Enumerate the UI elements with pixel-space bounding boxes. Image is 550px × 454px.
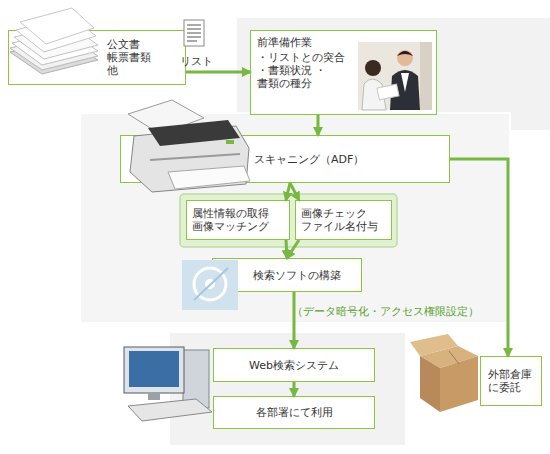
scanner-body [130,126,249,192]
person-head [365,60,381,76]
flow-arrow [287,240,299,258]
pc-monitor [124,347,184,393]
document-line [187,25,201,26]
paper-sheet [16,16,96,52]
pc-keyboard [128,399,212,421]
disc-ring [194,268,226,300]
gray-panel [170,333,405,445]
scanner-lamp [226,140,234,144]
box-front [440,356,478,412]
box-text: スキャニング（ADF） [254,153,364,166]
scanner-illustration [128,100,250,192]
paper-sheet [14,25,98,59]
paper-sheet [10,36,98,70]
box-tape [449,351,459,364]
paper-stack [10,8,98,74]
pc-stand [148,393,160,400]
process-box: 前準備作業・リストとの突合 ・書類状況 ・書類の種分 [250,30,437,115]
held-document [377,84,399,100]
disc-center [205,279,215,289]
photo-wall [420,42,432,110]
flow-arrow [293,382,296,396]
document-sheet [184,20,204,46]
person-body [362,79,386,110]
disc-shine [194,268,228,300]
document-icon [184,20,204,46]
process-box: 検索ソフトの構築 [212,258,362,292]
disc-image [182,260,238,310]
box-side [420,356,440,412]
paper-sheet [20,8,94,44]
document-line [187,29,201,30]
storage-box: 外部倉庫 に委託 [480,356,542,406]
pc-tower [183,350,209,408]
box-flap [410,334,458,356]
paper-sheet [12,31,98,65]
document-line [187,41,197,42]
flow-arrow [317,115,320,135]
process-box: 属性情報の取得 画像マッチング [186,200,290,240]
box-text: 検索ソフトの構築 [253,269,341,282]
flow-arrow [286,240,287,258]
scanner-top [148,120,240,146]
scanner-slot [150,154,240,160]
process-box: 画像チェック ファイル名付与 [295,200,392,240]
image-background [182,260,238,310]
gray-panel [80,113,510,323]
box-text: 公文書 帳票書類 他 [107,38,157,77]
person-head [397,50,413,66]
pc-screen [129,351,179,387]
flow-arrow [293,292,296,348]
flow-arrow [290,183,299,200]
edge-label: （データ暗号化・アクセス権限設定） [292,305,479,318]
box-text: Web検索システム [249,359,339,372]
connector-layer [186,72,508,396]
photo-background [358,42,432,110]
people-photo [358,42,432,110]
person-body [390,70,420,110]
flow-arrow [450,159,508,356]
document-line [187,37,201,38]
document-line [187,33,201,34]
process-box: スキャニング（ADF） [120,135,450,183]
paper-sheet [10,40,98,74]
group-band [180,194,397,247]
box-text: 属性情報の取得 画像マッチング [192,207,282,233]
box-text: 外部倉庫 に委託 [488,368,538,394]
box-text: 前準備作業 [257,36,312,49]
source-box: 公文書 帳票書類 他 [8,30,186,85]
flow-arrow [286,183,290,200]
computer-illustration [124,347,212,421]
box-top [420,346,478,368]
process-box: 各部署にて利用 [213,396,375,429]
cardboard-box [410,334,478,412]
box-body-text: ・リストとの突合 ・書類状況 ・書類の種分 [257,51,352,90]
scanner-tray [128,100,204,134]
person-hair [397,51,413,56]
person-shirt [401,73,409,92]
box-text: 画像チェック ファイル名付与 [301,207,385,233]
process-box: Web検索システム [213,348,375,382]
scanner-output-tray [168,166,250,189]
flow-arrow [186,71,250,74]
box-text: 各部署にて利用 [256,406,333,419]
